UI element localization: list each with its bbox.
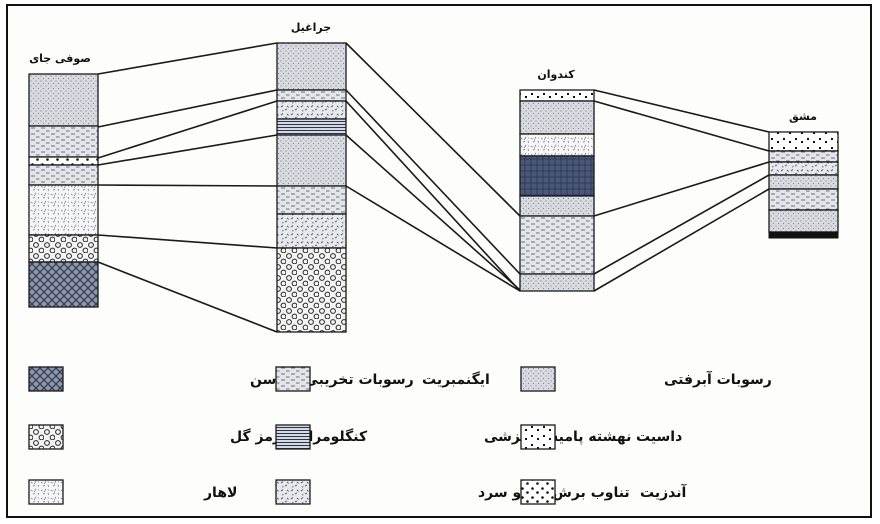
layer-ignimbrite xyxy=(768,188,839,211)
layer-miocene xyxy=(28,261,99,308)
legend-swatch-dacite xyxy=(520,424,556,450)
layer-alluvium xyxy=(28,73,99,127)
column-sufijay: صوفی جای xyxy=(28,52,99,308)
legend-label-andesite: آندزیت xyxy=(640,483,687,501)
layer-alluvium xyxy=(768,174,839,190)
layer-lahar xyxy=(28,184,99,236)
legend-label-lahar: لاهار xyxy=(203,485,237,501)
diagram-frame xyxy=(6,4,872,518)
legend-label-dacite: داسیت xyxy=(636,429,682,445)
layer-alluvium xyxy=(768,209,839,233)
layer-hot-cold-surge xyxy=(276,100,347,120)
column-label-kandovan: کندوان xyxy=(537,68,575,81)
column-jaraghil: جراغیل xyxy=(276,21,347,333)
legend-swatch-pumice-fall xyxy=(275,424,311,450)
legend-swatch-red-conglomerate xyxy=(28,424,64,450)
layer-dacite xyxy=(768,131,839,152)
layer-ignimbrite xyxy=(276,185,347,215)
layer-alluvium xyxy=(519,195,595,217)
layer-ignimbrite xyxy=(519,215,595,275)
legend-swatch-miocene xyxy=(28,366,64,392)
layer-alluvium xyxy=(276,42,347,91)
legend-label-alluvium: رسوبات آبرفتی xyxy=(664,370,772,388)
legend-swatch-hot-cold-surge xyxy=(275,479,311,505)
column-label-sufijay: صوفی جای xyxy=(29,52,91,65)
layer-andesite xyxy=(28,156,99,166)
layer-ignimbrite xyxy=(28,125,99,158)
layer-hot-cold-surge xyxy=(276,213,347,249)
legend-swatch-lahar xyxy=(28,479,64,505)
layer-lahar xyxy=(519,133,595,157)
layer-alluvium xyxy=(276,134,347,187)
column-kandovan: کندوان xyxy=(519,68,595,292)
layer-ignimbrite xyxy=(768,150,839,163)
layer-dacite xyxy=(519,89,595,102)
layer-alluvium xyxy=(519,100,595,135)
layer-pumice-fall xyxy=(276,118,347,136)
column-mashaq: مشق xyxy=(768,110,839,239)
legend-swatch-ignimbrite xyxy=(275,366,311,392)
layer-ignimbrite xyxy=(276,89,347,102)
layer-red-conglomerate xyxy=(28,234,99,263)
legend-label-pumice-fall: نهشته پامیس ریزشی xyxy=(484,429,631,445)
column-label-jaraghil: جراغیل xyxy=(291,21,331,34)
legend-label-miocene: رسوبات تخریبی میوسن xyxy=(250,372,414,388)
layer-alluvium xyxy=(519,273,595,292)
legend-label-ignimbrite: ایگنمبریت xyxy=(422,371,490,388)
column-label-mashaq: مشق xyxy=(789,110,817,123)
layer-hot-cold-surge xyxy=(768,161,839,176)
legend-swatch-alluvium xyxy=(520,366,556,392)
layer-pumice-fall xyxy=(519,155,595,197)
legend: رسوبات تخریبی میوسن ایگنمبریت رسوبات آبر… xyxy=(28,366,772,505)
layer-base xyxy=(768,231,839,239)
layer-red-conglomerate xyxy=(276,247,347,333)
correlation-lines xyxy=(97,42,770,333)
layer-ignimbrite xyxy=(28,164,99,186)
legend-swatch-andesite xyxy=(520,479,556,505)
